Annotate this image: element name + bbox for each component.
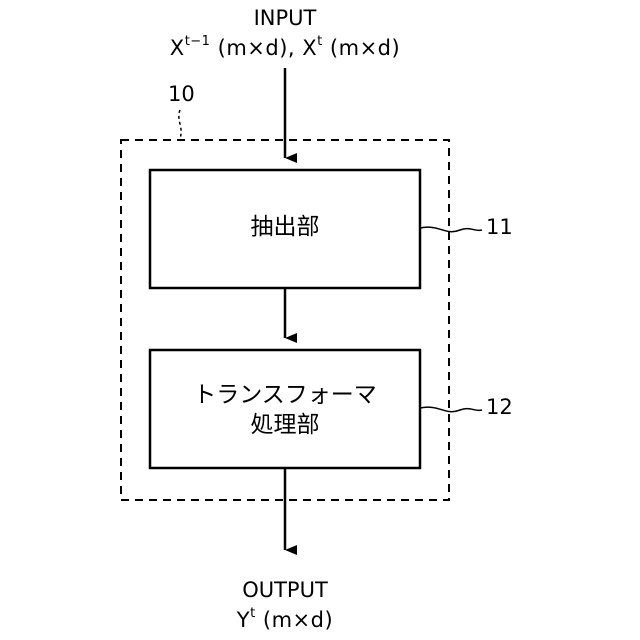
block1-leader-line [420,227,482,232]
input-x-prev: X [170,36,185,60]
input-title: INPUT [200,8,370,29]
transformer-block-label-line2: 処理部 [150,414,420,437]
block2-leader-line [420,407,482,412]
extraction-block-id: 11 [486,217,513,238]
output-y-superscript: t [250,606,256,621]
transformer-block-label-line1: トランスフォーマ [150,384,420,407]
input-x-cur: X [302,36,317,60]
transformer-block-id: 12 [486,397,513,418]
input-x-prev-dimension: (m×d), [210,36,302,60]
output-title: OUTPUT [200,580,370,601]
output-variables: Yt (m×d) [170,610,400,631]
output-y-dimension: (m×d) [256,608,333,632]
container-leader-line [179,110,181,138]
container-id-label: 10 [168,84,195,105]
input-x-cur-superscript: t [317,34,323,49]
input-x-cur-dimension: (m×d) [323,36,400,60]
input-x-prev-superscript: t−1 [185,34,211,49]
output-y: Y [237,608,250,632]
transformer-block [150,350,420,468]
input-variables: Xt−1 (m×d), Xt (m×d) [130,38,440,59]
extraction-block-label: 抽出部 [150,216,420,239]
